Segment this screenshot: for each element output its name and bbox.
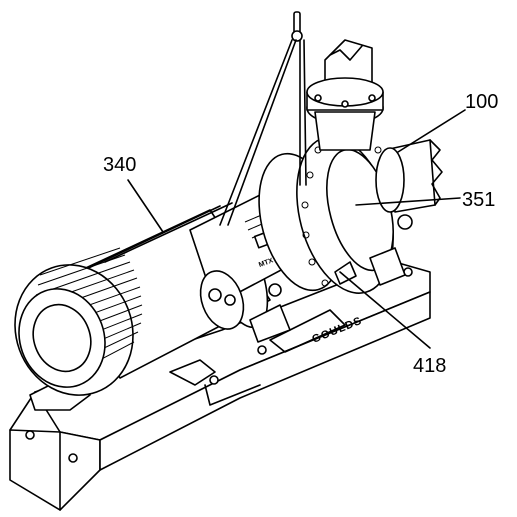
base-bolt-icon xyxy=(257,345,267,355)
model-marking: MTX xyxy=(258,257,275,269)
callout-418: 418 xyxy=(413,355,446,377)
lifting-sling xyxy=(219,11,307,226)
discharge-nozzle xyxy=(306,39,384,151)
base-bolt-icon xyxy=(209,375,219,385)
casing: GOULDS xyxy=(249,136,406,346)
callout-351: 351 xyxy=(462,189,495,211)
base-bolt-icon xyxy=(25,430,35,440)
suction-nozzle xyxy=(375,139,443,230)
callout-340: 340 xyxy=(103,154,136,176)
drain-plug-icon xyxy=(334,261,357,285)
leader-lines xyxy=(127,109,466,349)
baseplate xyxy=(9,261,431,511)
bolt-icon xyxy=(268,283,282,297)
callout-100: 100 xyxy=(465,91,498,113)
base-bolt-icon xyxy=(68,453,78,463)
